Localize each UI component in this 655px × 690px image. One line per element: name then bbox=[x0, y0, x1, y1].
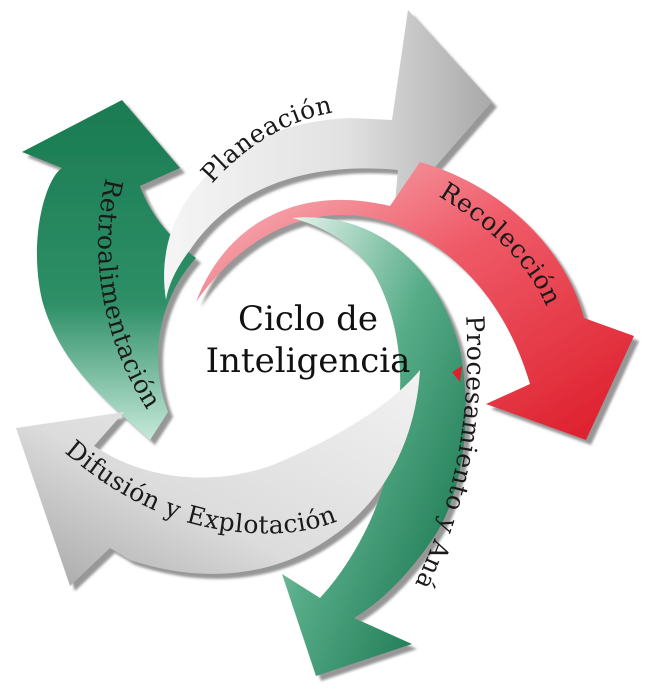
retroalimentacion-arrow bbox=[22, 100, 196, 440]
center-title-line1: Ciclo de bbox=[238, 299, 378, 339]
center-title-line2: Inteligencia bbox=[206, 341, 411, 381]
planeacion-arrow bbox=[164, 10, 492, 300]
procesamiento-arrow bbox=[282, 217, 466, 676]
inner-red-accent bbox=[452, 366, 462, 382]
recoleccion-arrow bbox=[196, 162, 634, 440]
difusion-arrow bbox=[16, 370, 420, 586]
